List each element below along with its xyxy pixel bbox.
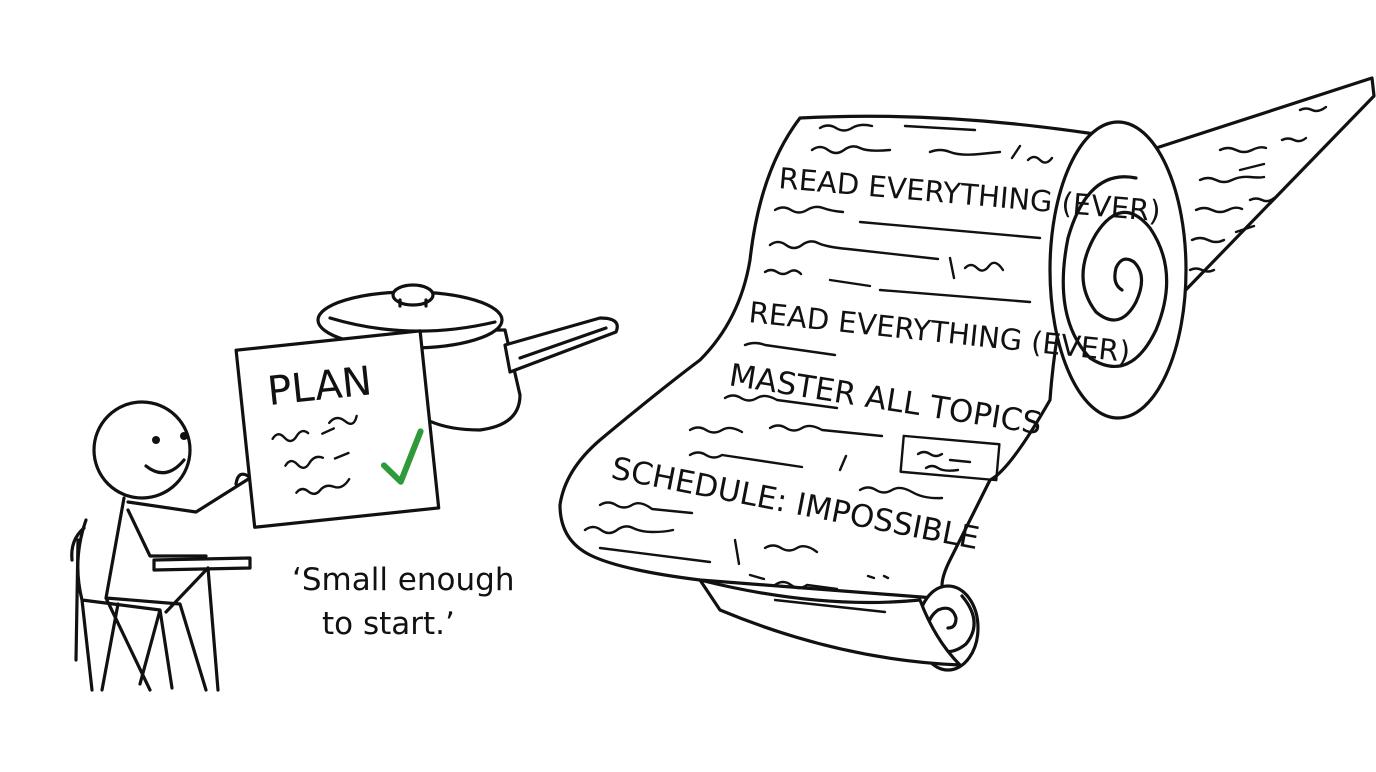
- smile: [144, 458, 186, 475]
- eye: [180, 432, 188, 440]
- cooking-pot-icon: [316, 283, 619, 432]
- check-mark-icon: [380, 428, 424, 485]
- scroll-roll-spiral: [1061, 175, 1169, 368]
- scroll-scribbles: [583, 123, 1054, 614]
- caption-line-2: to start.’: [322, 606, 455, 642]
- plan-scribbles: [271, 414, 358, 496]
- scroll-roll: [1048, 120, 1188, 420]
- scroll-note-scribble: [916, 450, 972, 472]
- scroll-bottom-lip: [698, 578, 962, 667]
- eye: [152, 436, 160, 444]
- giant-scroll: READ EVERYTHING (EVER) READ EVERYTHING (…: [558, 76, 1376, 672]
- scroll-note-box: [899, 434, 1001, 482]
- plan-card: PLAN: [234, 329, 441, 529]
- hand: [234, 472, 250, 486]
- chair: [74, 518, 174, 692]
- scroll-strip-scribbles: [1188, 105, 1328, 273]
- desk: [152, 556, 252, 572]
- stick-figure-student: [70, 400, 252, 692]
- plan-title: PLAN: [265, 358, 374, 415]
- head: [92, 400, 192, 500]
- caption-line-1: ‘Small enough: [292, 562, 514, 598]
